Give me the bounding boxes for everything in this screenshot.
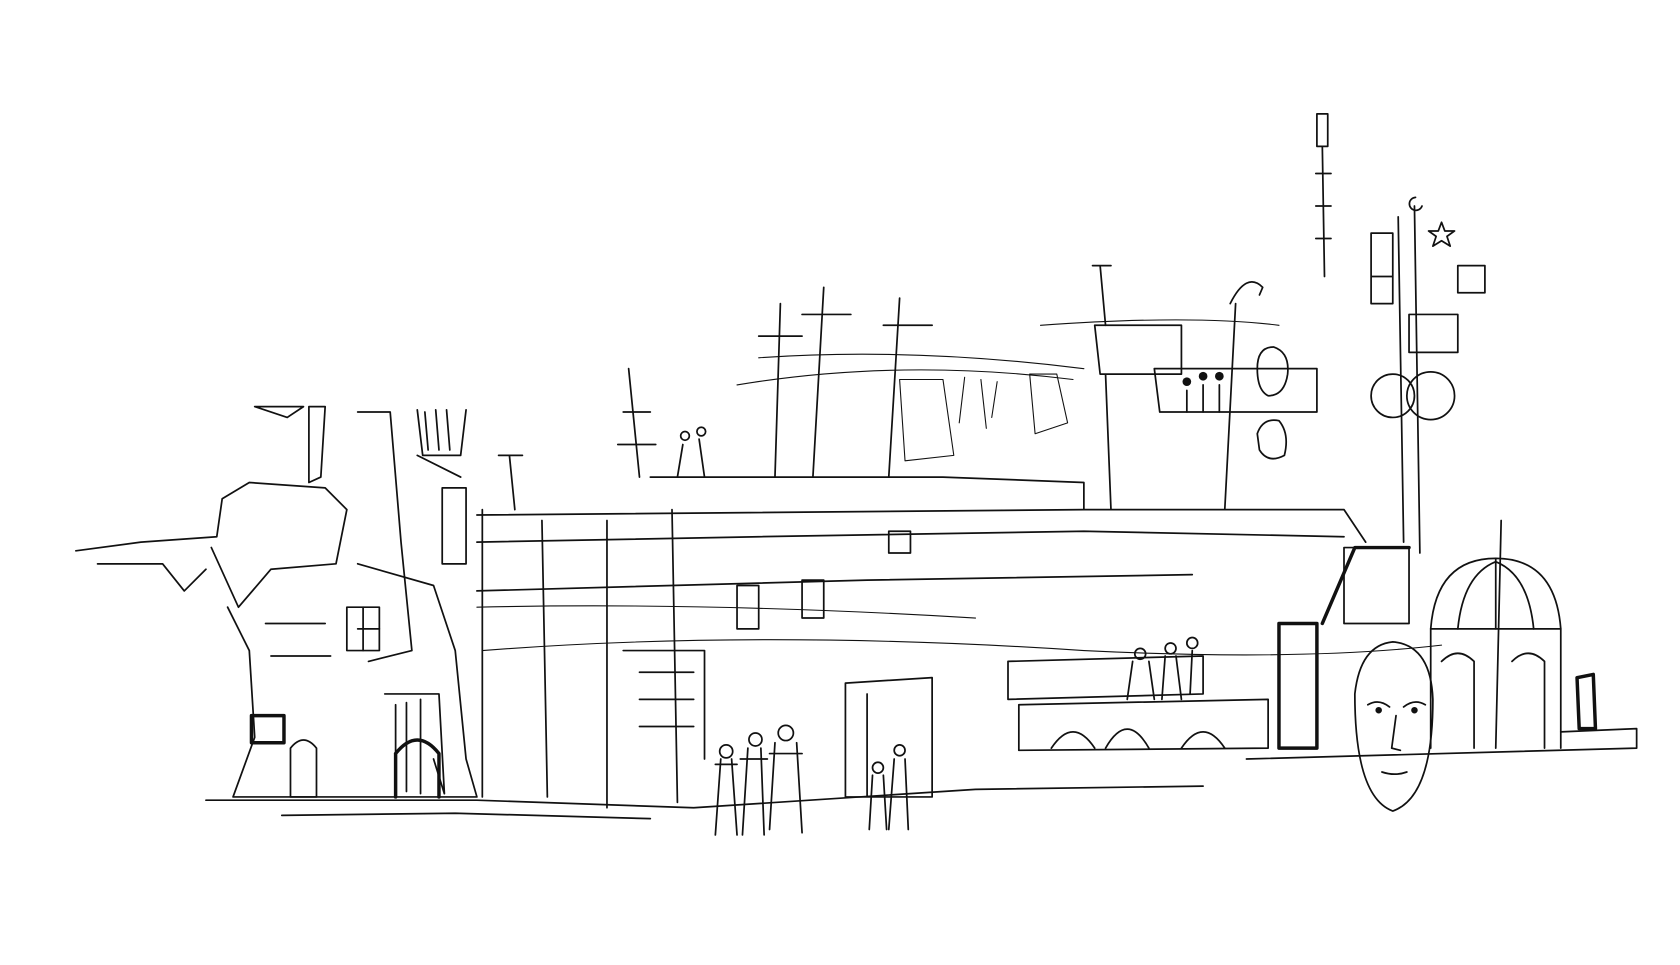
dome	[1429, 557, 1598, 750]
left-building	[75, 405, 478, 799]
tower-top-right	[1370, 196, 1486, 421]
ground-lines	[205, 727, 1638, 820]
central-structures	[476, 324, 1411, 809]
people-figures	[676, 346, 1289, 836]
wires-and-laundry	[476, 319, 1443, 656]
utility-poles	[497, 112, 1503, 750]
face-drawing	[1353, 641, 1434, 812]
